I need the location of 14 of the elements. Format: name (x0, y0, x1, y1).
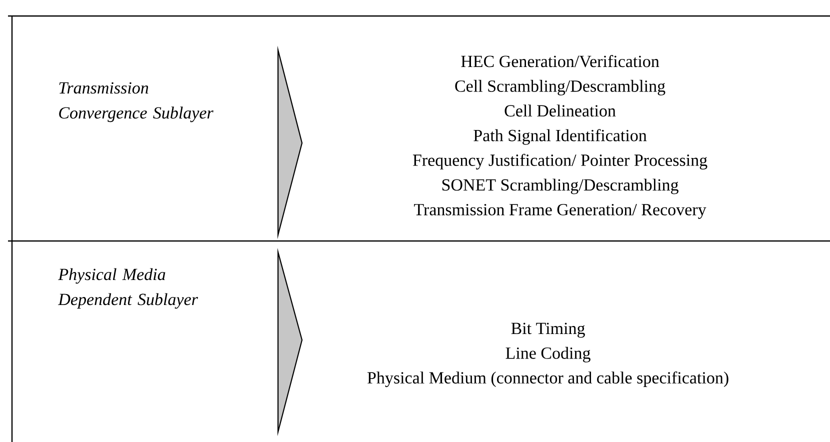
layer-band (8, 15, 830, 241)
function-item: SONET Scrambling/Descrambling (442, 178, 678, 194)
function-item: Path Signal Identification (474, 129, 647, 145)
function-item: Cell Delineation (504, 104, 616, 117)
function-item: Frequency Justification/ Pointer Processing (412, 154, 708, 170)
sublayer-name: Physical Media Dependent Sublayer (58, 268, 198, 309)
function-item: Bit Timing (511, 322, 585, 338)
function-item: Line Coding (506, 346, 590, 362)
function-item: Physical Medium (connector and cable specification) (367, 371, 728, 388)
sublayer-name: Transmission Convergence Sublayer (59, 82, 214, 122)
function-item: Transmission Frame Generation/ Recovery (414, 204, 706, 219)
function-item: HEC Generation/Verification (461, 55, 660, 68)
layer-band (8, 240, 830, 442)
function-item: Cell Scrambling/Descrambling (455, 80, 666, 96)
